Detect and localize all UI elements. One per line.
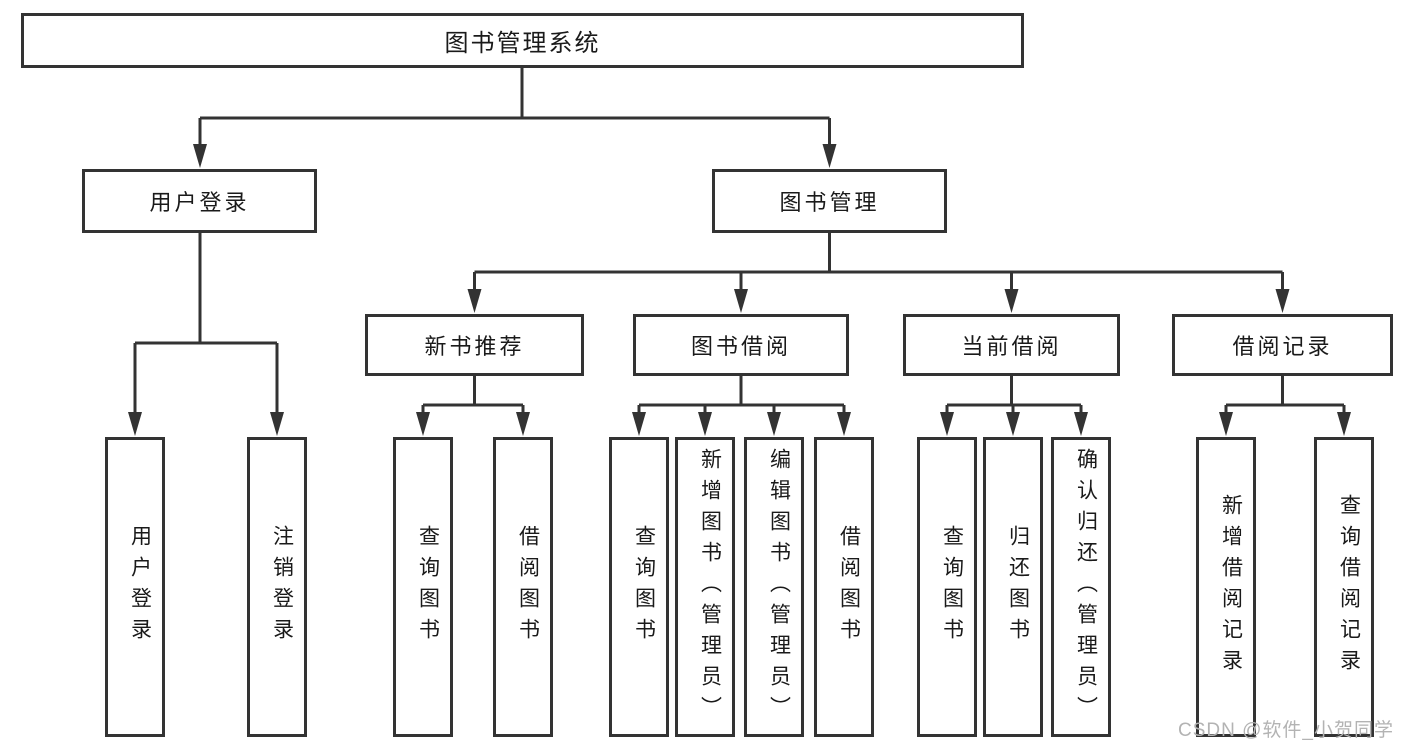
node-label: 用户登录 — [149, 190, 250, 215]
node-label: 当前借阅 — [961, 334, 1062, 359]
leaf-logout: 注销登录 — [247, 437, 307, 737]
leaf-label: 借阅图书 — [837, 525, 861, 649]
node-label: 借阅记录 — [1232, 334, 1333, 359]
leaf-label: 查询图书 — [632, 525, 656, 649]
leaf-current-confirm-return-admin: 确认归还（管理员） — [1051, 437, 1111, 737]
node-new-book-recommend: 新书推荐 — [365, 314, 584, 376]
connector-user-login-children — [128, 233, 284, 436]
leaf-borrow-edit-books-admin: 编辑图书（管理员） — [744, 437, 804, 737]
connector-current-borrow-children — [940, 376, 1088, 436]
node-book-borrow: 图书借阅 — [633, 314, 849, 376]
connector-borrow-record-children — [1219, 376, 1351, 436]
connector-book-borrow-children — [632, 376, 851, 436]
leaf-label: 查询借阅记录 — [1337, 494, 1361, 680]
node-borrow-record: 借阅记录 — [1172, 314, 1393, 376]
leaf-label: 用户登录 — [128, 525, 152, 649]
connector-book-mgmt-split — [467, 233, 1290, 313]
node-root-system: 图书管理系统 — [21, 13, 1024, 68]
leaf-current-return-books: 归还图书 — [983, 437, 1043, 737]
leaf-label: 新增借阅记录 — [1219, 494, 1243, 680]
leaf-label: 确认归还（管理员） — [1074, 447, 1098, 727]
node-label: 图书借阅 — [690, 334, 791, 359]
node-current-borrow: 当前借阅 — [903, 314, 1120, 376]
leaf-current-query-books: 查询图书 — [917, 437, 977, 737]
leaf-label: 归还图书 — [1006, 525, 1030, 649]
leaf-label: 编辑图书（管理员） — [767, 447, 791, 727]
node-book-management: 图书管理 — [712, 169, 947, 233]
leaf-label: 查询图书 — [416, 525, 440, 649]
leaf-record-query-record: 查询借阅记录 — [1314, 437, 1374, 737]
node-label: 图书管理系统 — [444, 30, 601, 57]
leaf-label: 注销登录 — [270, 525, 294, 649]
leaf-borrow-query-books: 查询图书 — [609, 437, 669, 737]
leaf-user-login: 用户登录 — [105, 437, 165, 737]
leaf-record-add-record: 新增借阅记录 — [1196, 437, 1256, 737]
leaf-borrow-add-books-admin: 新增图书（管理员） — [675, 437, 735, 737]
leaf-label: 借阅图书 — [516, 525, 540, 649]
leaf-newbook-query-books: 查询图书 — [393, 437, 453, 737]
leaf-label: 查询图书 — [940, 525, 964, 649]
node-label: 新书推荐 — [424, 334, 525, 359]
leaf-borrow-borrow-books: 借阅图书 — [814, 437, 874, 737]
connector-new-book-children — [416, 376, 530, 436]
leaf-label: 新增图书（管理员） — [698, 447, 722, 727]
node-user-login: 用户登录 — [82, 169, 317, 233]
leaf-newbook-borrow-books: 借阅图书 — [493, 437, 553, 737]
connector-root-split — [193, 68, 837, 168]
csdn-watermark: CSDN @软件_小贺同学 — [1178, 720, 1394, 741]
node-label: 图书管理 — [779, 190, 880, 215]
